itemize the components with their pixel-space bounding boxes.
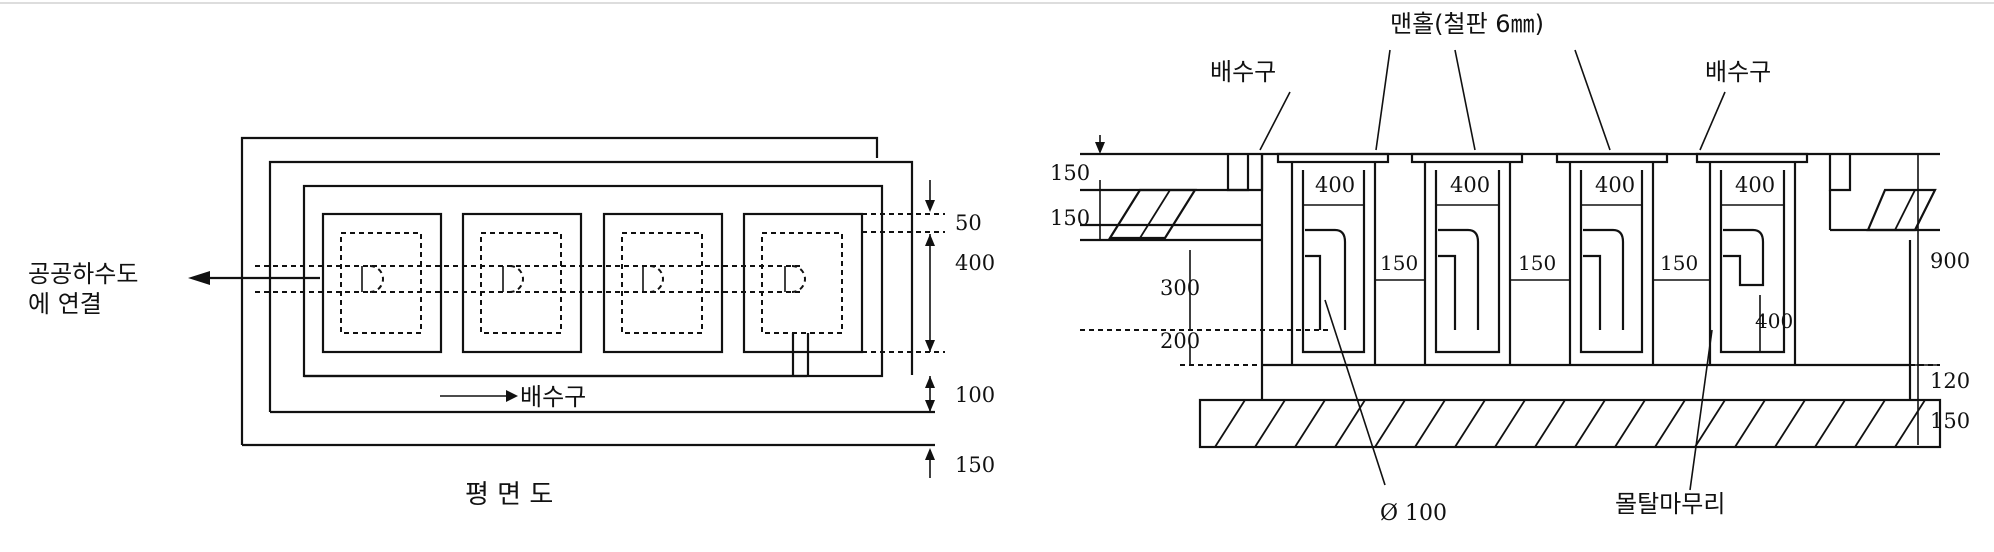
chamber-width-3: 400: [1595, 173, 1635, 197]
left-dimension-line: [1080, 135, 1940, 366]
section-dim-left-150a: 150: [1050, 161, 1090, 185]
width-dimensions: [1303, 204, 1784, 352]
section-dim-left-150b: 150: [1050, 206, 1090, 230]
left-inlet-hatch: [1108, 188, 1197, 240]
chamber-width-4: 400: [1735, 173, 1775, 197]
plan-dim-150: 150: [955, 453, 995, 477]
arrow-right-icon: [506, 390, 518, 402]
section-dim-right-150: 150: [1930, 409, 1970, 433]
chamber-width-2: 400: [1450, 173, 1490, 197]
chamber-gap-2: 150: [1518, 251, 1556, 275]
section-dim-left-200: 200: [1160, 329, 1200, 353]
arrow-left-icon: [188, 271, 210, 285]
plan-dim-100: 100: [955, 383, 995, 407]
plan-connect-label-1: 공공하수도: [28, 260, 138, 288]
plan-drain-label: 배수구: [520, 383, 586, 411]
right-dimension-line: [1910, 154, 1940, 445]
section-chambers: [1276, 152, 1809, 365]
mortar-label: 몰탈마무리: [1615, 490, 1725, 518]
plan-inner-wall: [268, 160, 914, 412]
plan-dim-50: 50: [955, 211, 982, 235]
leader-lines: [1259, 49, 1726, 491]
plan-title: 평 면 도: [465, 480, 553, 510]
section-view: 맨홀(철판 6㎜) 배수구 배수구 150 150 300 200 900 12…: [1050, 10, 1970, 526]
drain-label-left: 배수구: [1210, 58, 1276, 86]
base-slab: [1198, 398, 1942, 449]
section-dim-right-900: 900: [1930, 249, 1970, 273]
chamber-gap-3: 150: [1660, 251, 1698, 275]
plan-view: 50 400 100 150 공공하수도 에 연결 배수구 평 면 도: [28, 136, 995, 510]
plan-dim-400: 400: [955, 251, 995, 275]
section-dim-left-300: 300: [1160, 276, 1200, 300]
plan-outer-wall: [240, 136, 879, 445]
chamber-gap-1: 150: [1380, 251, 1418, 275]
drain-label-right: 배수구: [1705, 58, 1771, 86]
section-dim-right-120: 120: [1930, 369, 1970, 393]
plan-chambers: [255, 212, 864, 376]
plan-connect-label-2: 에 연결: [28, 290, 102, 318]
right-inlet-hatch: [1866, 188, 1937, 232]
manhole-label: 맨홀(철판 6㎜): [1390, 10, 1544, 38]
inner-depth: 400: [1755, 309, 1793, 333]
chamber-width-1: 400: [1315, 173, 1355, 197]
pipe-diameter-label: Ø 100: [1380, 501, 1447, 526]
